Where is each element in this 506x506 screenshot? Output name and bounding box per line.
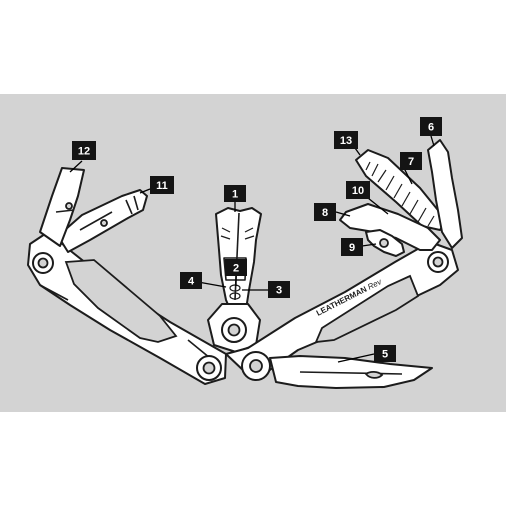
screwdriver-tool: [427, 139, 463, 249]
callout-3: 3: [268, 281, 290, 298]
callout-1-label: 1: [232, 189, 238, 201]
callout-7: 7: [400, 152, 422, 170]
bottle-opener-tool: [339, 203, 441, 257]
callout-8: 8: [314, 203, 336, 221]
callout-5-label: 5: [382, 349, 388, 361]
right-handle: LEATHERMAN Rev: [225, 241, 459, 381]
callout-10-label: 10: [352, 185, 364, 197]
left-handle: [27, 231, 227, 385]
callout-4-label: 4: [188, 276, 195, 288]
callout-3-label: 3: [276, 285, 282, 297]
callout-12-label: 12: [78, 146, 90, 158]
callout-8-label: 8: [322, 207, 328, 219]
callout-12: 12: [72, 141, 96, 160]
can-opener-tool: [39, 167, 85, 247]
callout-4: 4: [180, 272, 202, 289]
callout-13: 13: [334, 131, 358, 149]
callout-9: 9: [341, 238, 363, 256]
knife-blade: [269, 355, 433, 389]
callout-11: 11: [150, 176, 174, 194]
callout-6: 6: [420, 117, 442, 136]
callout-2: 2: [225, 259, 247, 276]
bit-driver-tool: [57, 189, 148, 253]
callout-9-label: 9: [349, 242, 355, 254]
callout-13-label: 13: [340, 135, 352, 147]
pliers-pivot: [207, 303, 261, 353]
callout-10: 10: [346, 181, 370, 199]
file-texture: [365, 161, 435, 227]
callout-5: 5: [374, 345, 396, 362]
callout-11-label: 11: [156, 180, 168, 192]
callout-7-label: 7: [408, 156, 414, 168]
callout-1: 1: [224, 185, 246, 202]
callout-6-label: 6: [428, 122, 434, 134]
callout-2-label: 2: [233, 263, 239, 275]
